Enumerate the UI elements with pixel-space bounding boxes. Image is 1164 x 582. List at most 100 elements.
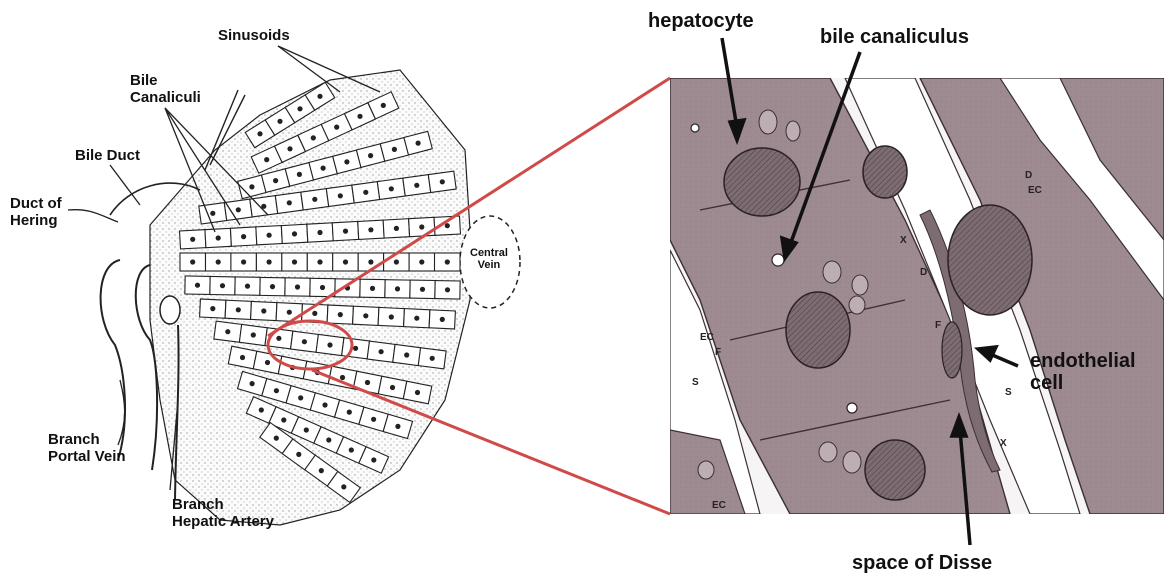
hepatocyte-nucleus: [371, 417, 376, 422]
hepatocyte-nucleus: [236, 207, 241, 212]
hepatocyte-nucleus: [249, 184, 254, 189]
hepatocyte-nucleus: [265, 360, 270, 365]
central-vein-label-line1: Central: [470, 247, 508, 259]
hepatocyte-nucleus: [365, 380, 370, 385]
branch-portal-vein-label-line2: Portal Vein: [48, 449, 126, 466]
branch-hepatic-artery-label-line1: Branch: [172, 497, 274, 514]
duct-of-hering-label: Duct of Hering: [10, 196, 62, 229]
hepatocyte-nucleus: [302, 339, 307, 344]
hepatocyte-nucleus: [195, 283, 200, 288]
endothelial-cell-label: endothelial cell: [1030, 350, 1136, 394]
hepatocyte-nucleus: [404, 352, 409, 357]
hepatocyte-nucleus: [440, 317, 445, 322]
hepatocyte-nucleus: [210, 306, 215, 311]
hepatocyte-nucleus: [311, 135, 316, 140]
bile-canaliculus-mark: [691, 124, 699, 132]
svg-text:X: X: [900, 235, 907, 246]
hepatocyte-nucleus: [257, 131, 262, 136]
portal-vein-tube: [101, 260, 125, 460]
bile-canaliculi-label: Bile Canaliculi: [130, 73, 201, 106]
hepatocyte-nucleus: [241, 259, 246, 264]
bile-canaliculus-mark: [847, 403, 857, 413]
hepatocyte-nucleus: [416, 141, 421, 146]
hepatocyte-nucleus: [326, 437, 331, 442]
hepatocyte-nucleus: [250, 381, 255, 386]
hepatocyte-nucleus: [415, 390, 420, 395]
hepatocyte-nucleus: [394, 259, 399, 264]
hepatocyte-nucleus: [267, 259, 272, 264]
hepatocyte-nucleus: [261, 308, 266, 313]
hepatocyte-nucleus: [216, 235, 221, 240]
hepatocyte-nucleus: [343, 259, 348, 264]
hepatocyte-nucleus: [445, 223, 450, 228]
nucleus: [865, 440, 925, 500]
svg-text:EC: EC: [700, 332, 714, 343]
hepatocyte-nucleus: [274, 436, 279, 441]
hepatocyte-nucleus: [317, 259, 322, 264]
hepatocyte-nucleus: [287, 200, 292, 205]
hepatocyte-nucleus: [277, 119, 282, 124]
hepatocyte-nucleus: [296, 452, 301, 457]
hepatocyte-nucleus: [445, 287, 450, 292]
hepatocyte-nucleus: [210, 211, 215, 216]
hepatocyte-nucleus: [317, 94, 322, 99]
hepatocyte-nucleus: [236, 307, 241, 312]
hepatocyte-nucleus: [320, 285, 325, 290]
svg-text:X: X: [1000, 438, 1007, 449]
sinusoids-label: Sinusoids: [218, 28, 290, 45]
hepatocyte-nucleus: [322, 402, 327, 407]
hepatocyte-nucleus: [419, 259, 424, 264]
hepatocyte-nucleus: [340, 375, 345, 380]
hepatocyte-nucleus: [190, 259, 195, 264]
hepatocyte-nucleus: [327, 342, 332, 347]
micrograph-panel: EC S F X D F S D EC EC X: [670, 78, 1164, 514]
bile-canaliculi-label-line2: Canaliculi: [130, 90, 201, 107]
duct-of-hering-label-line2: Hering: [10, 213, 62, 230]
hepatocyte-nucleus: [390, 385, 395, 390]
branch-hepatic-artery-label-line2: Hepatic Artery: [172, 514, 274, 531]
hepatocyte-nucleus: [363, 313, 368, 318]
svg-text:F: F: [935, 320, 941, 331]
central-vein-label: Central Vein: [470, 247, 508, 271]
hepatocyte-nucleus: [371, 457, 376, 462]
hepatocyte-nucleus: [419, 224, 424, 229]
hepatocyte-nucleus: [264, 157, 269, 162]
svg-text:EC: EC: [712, 500, 726, 511]
svg-text:S: S: [1005, 387, 1012, 398]
svg-text:D: D: [920, 267, 927, 278]
hepatocyte-nucleus: [295, 284, 300, 289]
nucleus: [948, 205, 1032, 315]
hepatocyte-nucleus: [357, 114, 362, 119]
lobule-drawing: [101, 70, 520, 525]
space-of-disse-label: space of Disse: [852, 552, 992, 574]
hepatocyte-nucleus: [347, 410, 352, 415]
hepatocyte-nucleus: [338, 312, 343, 317]
hepatocyte-nucleus: [241, 234, 246, 239]
endothelial-cell-label-line2: cell: [1030, 372, 1136, 394]
hepatocyte-nucleus: [251, 332, 256, 337]
hepatocyte-nucleus: [334, 125, 339, 130]
hepatocyte-nucleus: [430, 356, 435, 361]
bile-canaliculus-mark: [772, 254, 784, 266]
hepatocyte-nucleus: [440, 179, 445, 184]
hepatocyte-nucleus: [267, 233, 272, 238]
hepatocyte-nucleus: [259, 407, 264, 412]
hepatocyte-nucleus: [292, 259, 297, 264]
bile-canaliculus-label: bile canaliculus: [820, 26, 969, 48]
hepatocyte-nucleus: [245, 284, 250, 289]
hepatocyte-nucleus: [287, 146, 292, 151]
hepatocyte-nucleus: [349, 447, 354, 452]
nucleus: [724, 148, 800, 216]
hepatocyte-nucleus: [190, 237, 195, 242]
hepatocyte-nucleus: [445, 259, 450, 264]
hepatocyte-label: hepatocyte: [648, 10, 754, 32]
hepatocyte-nucleus: [381, 103, 386, 108]
hepatocyte-nucleus: [298, 395, 303, 400]
hepatocyte-nucleus: [281, 417, 286, 422]
hepatocyte-nucleus: [395, 424, 400, 429]
hepatocyte-nucleus: [338, 193, 343, 198]
hepatocyte-nucleus: [344, 159, 349, 164]
hepatocyte-nucleus: [220, 283, 225, 288]
hepatocyte-nucleus: [287, 310, 292, 315]
svg-text:D: D: [1025, 170, 1032, 181]
